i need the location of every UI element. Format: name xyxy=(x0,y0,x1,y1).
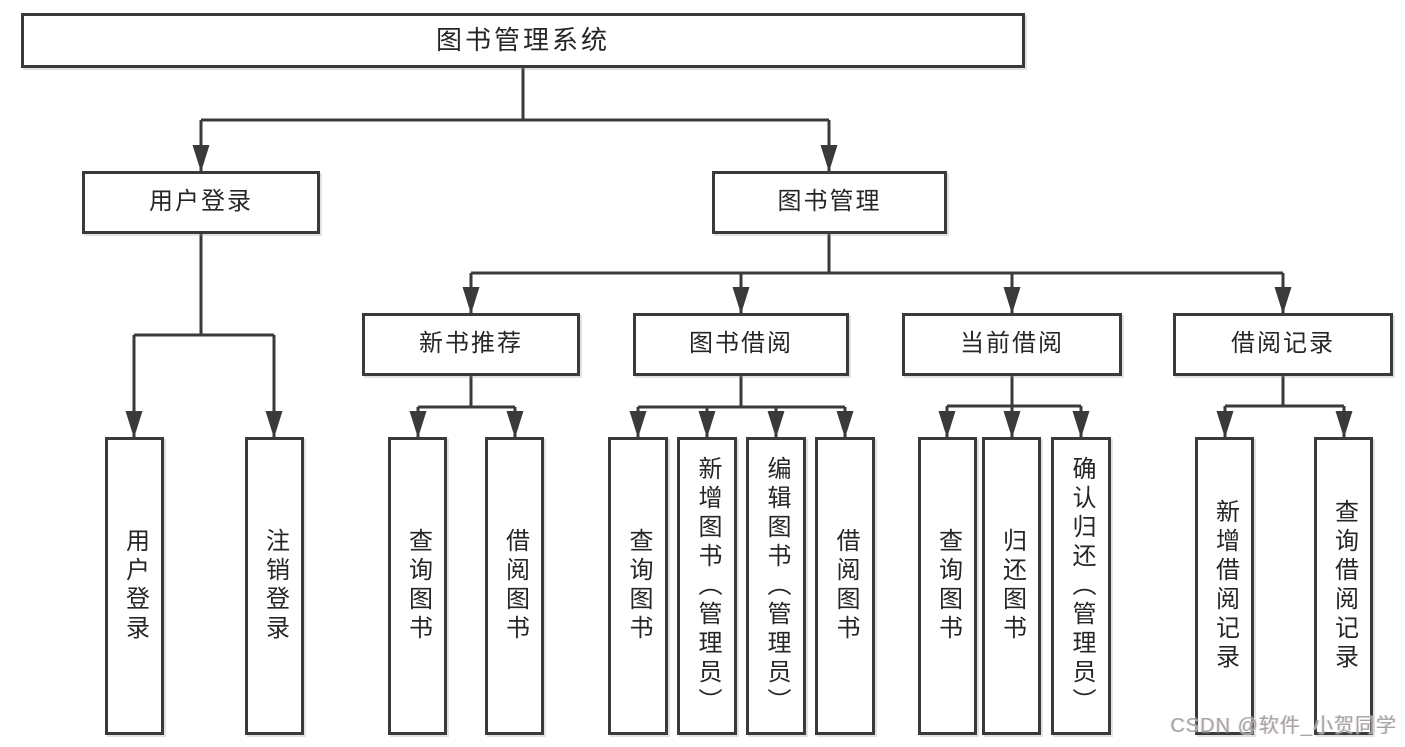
node-book-borrow-label: 图书借阅 xyxy=(689,330,793,358)
node-book-borrow: 图书借阅 xyxy=(633,313,849,376)
connector-borrow-stem xyxy=(638,375,845,409)
node-return-book: 归还图书 xyxy=(982,437,1041,735)
node-return-book-label: 归还图书 xyxy=(998,528,1026,644)
node-current-borrow-label: 当前借阅 xyxy=(960,330,1064,358)
node-add-book-admin-label: 新增图书（管理员） xyxy=(694,455,721,717)
node-borrow-books: 借阅图书 xyxy=(815,437,875,735)
node-add-borrow-record-label: 新增借阅记录 xyxy=(1211,499,1239,673)
node-user-login: 用户登录 xyxy=(82,171,320,234)
node-query-borrow-record: 查询借阅记录 xyxy=(1314,437,1373,735)
connector-recommend-stem xyxy=(418,375,515,409)
node-query-books-current-label: 查询图书 xyxy=(934,528,962,644)
node-confirm-return-admin-label: 确认归还（管理员） xyxy=(1068,455,1095,717)
node-borrow-records-label: 借阅记录 xyxy=(1231,330,1335,358)
node-query-books-current: 查询图书 xyxy=(918,437,977,735)
connector-records-stem xyxy=(1225,375,1344,408)
node-add-book-admin: 新增图书（管理员） xyxy=(677,437,737,735)
node-logout-label: 注销登录 xyxy=(261,528,289,644)
node-edit-book-admin: 编辑图书（管理员） xyxy=(746,437,806,735)
connector-mgmt-stem xyxy=(471,233,1283,275)
node-borrow-books-recommend: 借阅图书 xyxy=(485,437,544,735)
node-root-label: 图书管理系统 xyxy=(435,24,610,55)
node-login: 用户登录 xyxy=(105,437,164,735)
node-query-books-borrow-label: 查询图书 xyxy=(625,528,652,644)
node-new-book-recommend-label: 新书推荐 xyxy=(419,330,523,358)
node-query-borrow-record-label: 查询借阅记录 xyxy=(1330,499,1358,673)
node-query-books-recommend-label: 查询图书 xyxy=(404,528,432,644)
node-borrow-books-label: 借阅图书 xyxy=(832,528,859,644)
node-new-book-recommend: 新书推荐 xyxy=(362,313,580,376)
node-confirm-return-admin: 确认归还（管理员） xyxy=(1051,437,1111,735)
node-add-borrow-record: 新增借阅记录 xyxy=(1195,437,1254,735)
node-login-label: 用户登录 xyxy=(121,528,149,644)
node-edit-book-admin-label: 编辑图书（管理员） xyxy=(763,455,790,717)
node-borrow-books-recommend-label: 借阅图书 xyxy=(501,528,529,644)
node-logout: 注销登录 xyxy=(245,437,304,735)
node-root: 图书管理系统 xyxy=(21,13,1025,68)
node-book-mgmt: 图书管理 xyxy=(712,171,947,234)
node-query-books-recommend: 查询图书 xyxy=(388,437,447,735)
node-borrow-records: 借阅记录 xyxy=(1173,313,1393,376)
connector-current-stem xyxy=(947,375,1081,408)
node-user-login-label: 用户登录 xyxy=(149,188,253,216)
connector-root-stem xyxy=(201,68,829,122)
node-query-books-borrow: 查询图书 xyxy=(608,437,668,735)
node-book-mgmt-label: 图书管理 xyxy=(777,188,882,216)
csdn-watermark: CSDN @软件_小贺同学 xyxy=(1170,715,1397,737)
node-current-borrow: 当前借阅 xyxy=(902,313,1122,376)
connector-login-stem xyxy=(134,233,274,337)
